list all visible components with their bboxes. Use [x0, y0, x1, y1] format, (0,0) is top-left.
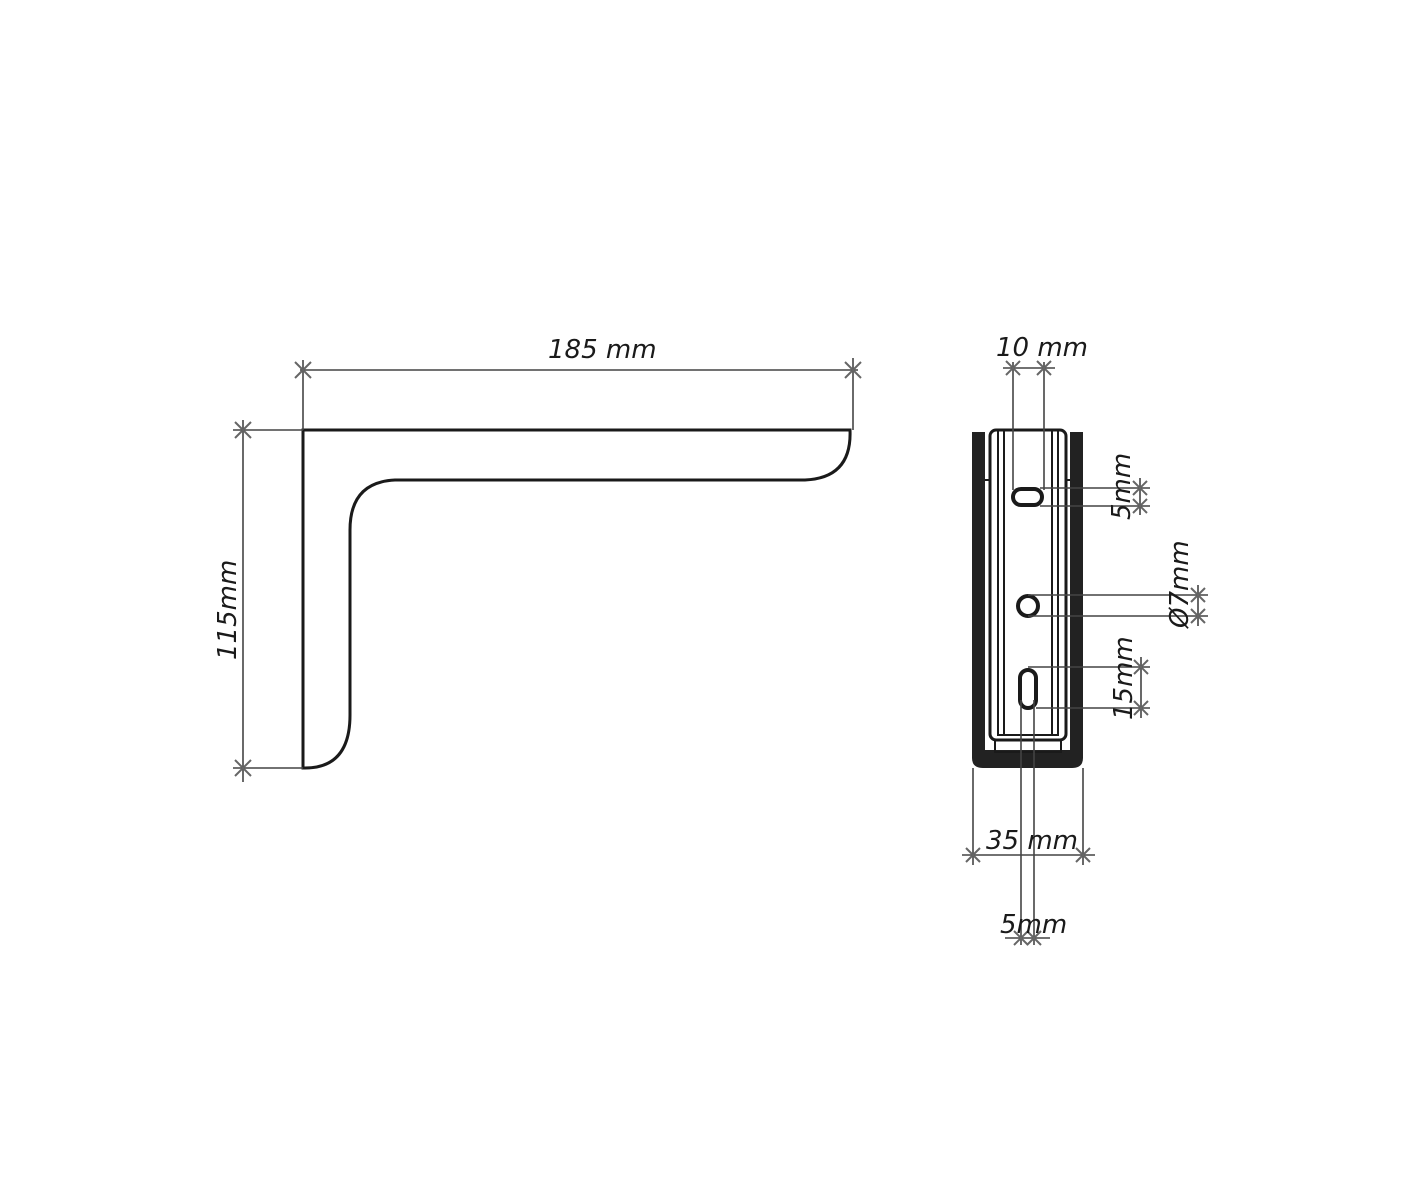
width-dimension — [294, 358, 862, 430]
total-width-label: 35 mm — [986, 826, 1078, 856]
slot-width-label: 10 mm — [996, 333, 1088, 363]
width-label: 185 mm — [548, 335, 657, 365]
side-view-profile — [301, 428, 852, 770]
bottom-slot — [1018, 668, 1038, 710]
front-view-profile — [972, 428, 1083, 768]
hole-diameter-label: Ø7mm — [1165, 540, 1195, 629]
long-slot-label: 15mm — [1109, 636, 1139, 720]
height-dimension — [233, 420, 303, 782]
front-dimensions — [962, 360, 1208, 946]
slot-height-label: 5mm — [1107, 453, 1137, 520]
height-label: 115mm — [213, 560, 243, 660]
offset-label: 5mm — [1000, 910, 1067, 940]
top-slot — [1011, 487, 1044, 507]
center-hole — [1016, 594, 1040, 618]
